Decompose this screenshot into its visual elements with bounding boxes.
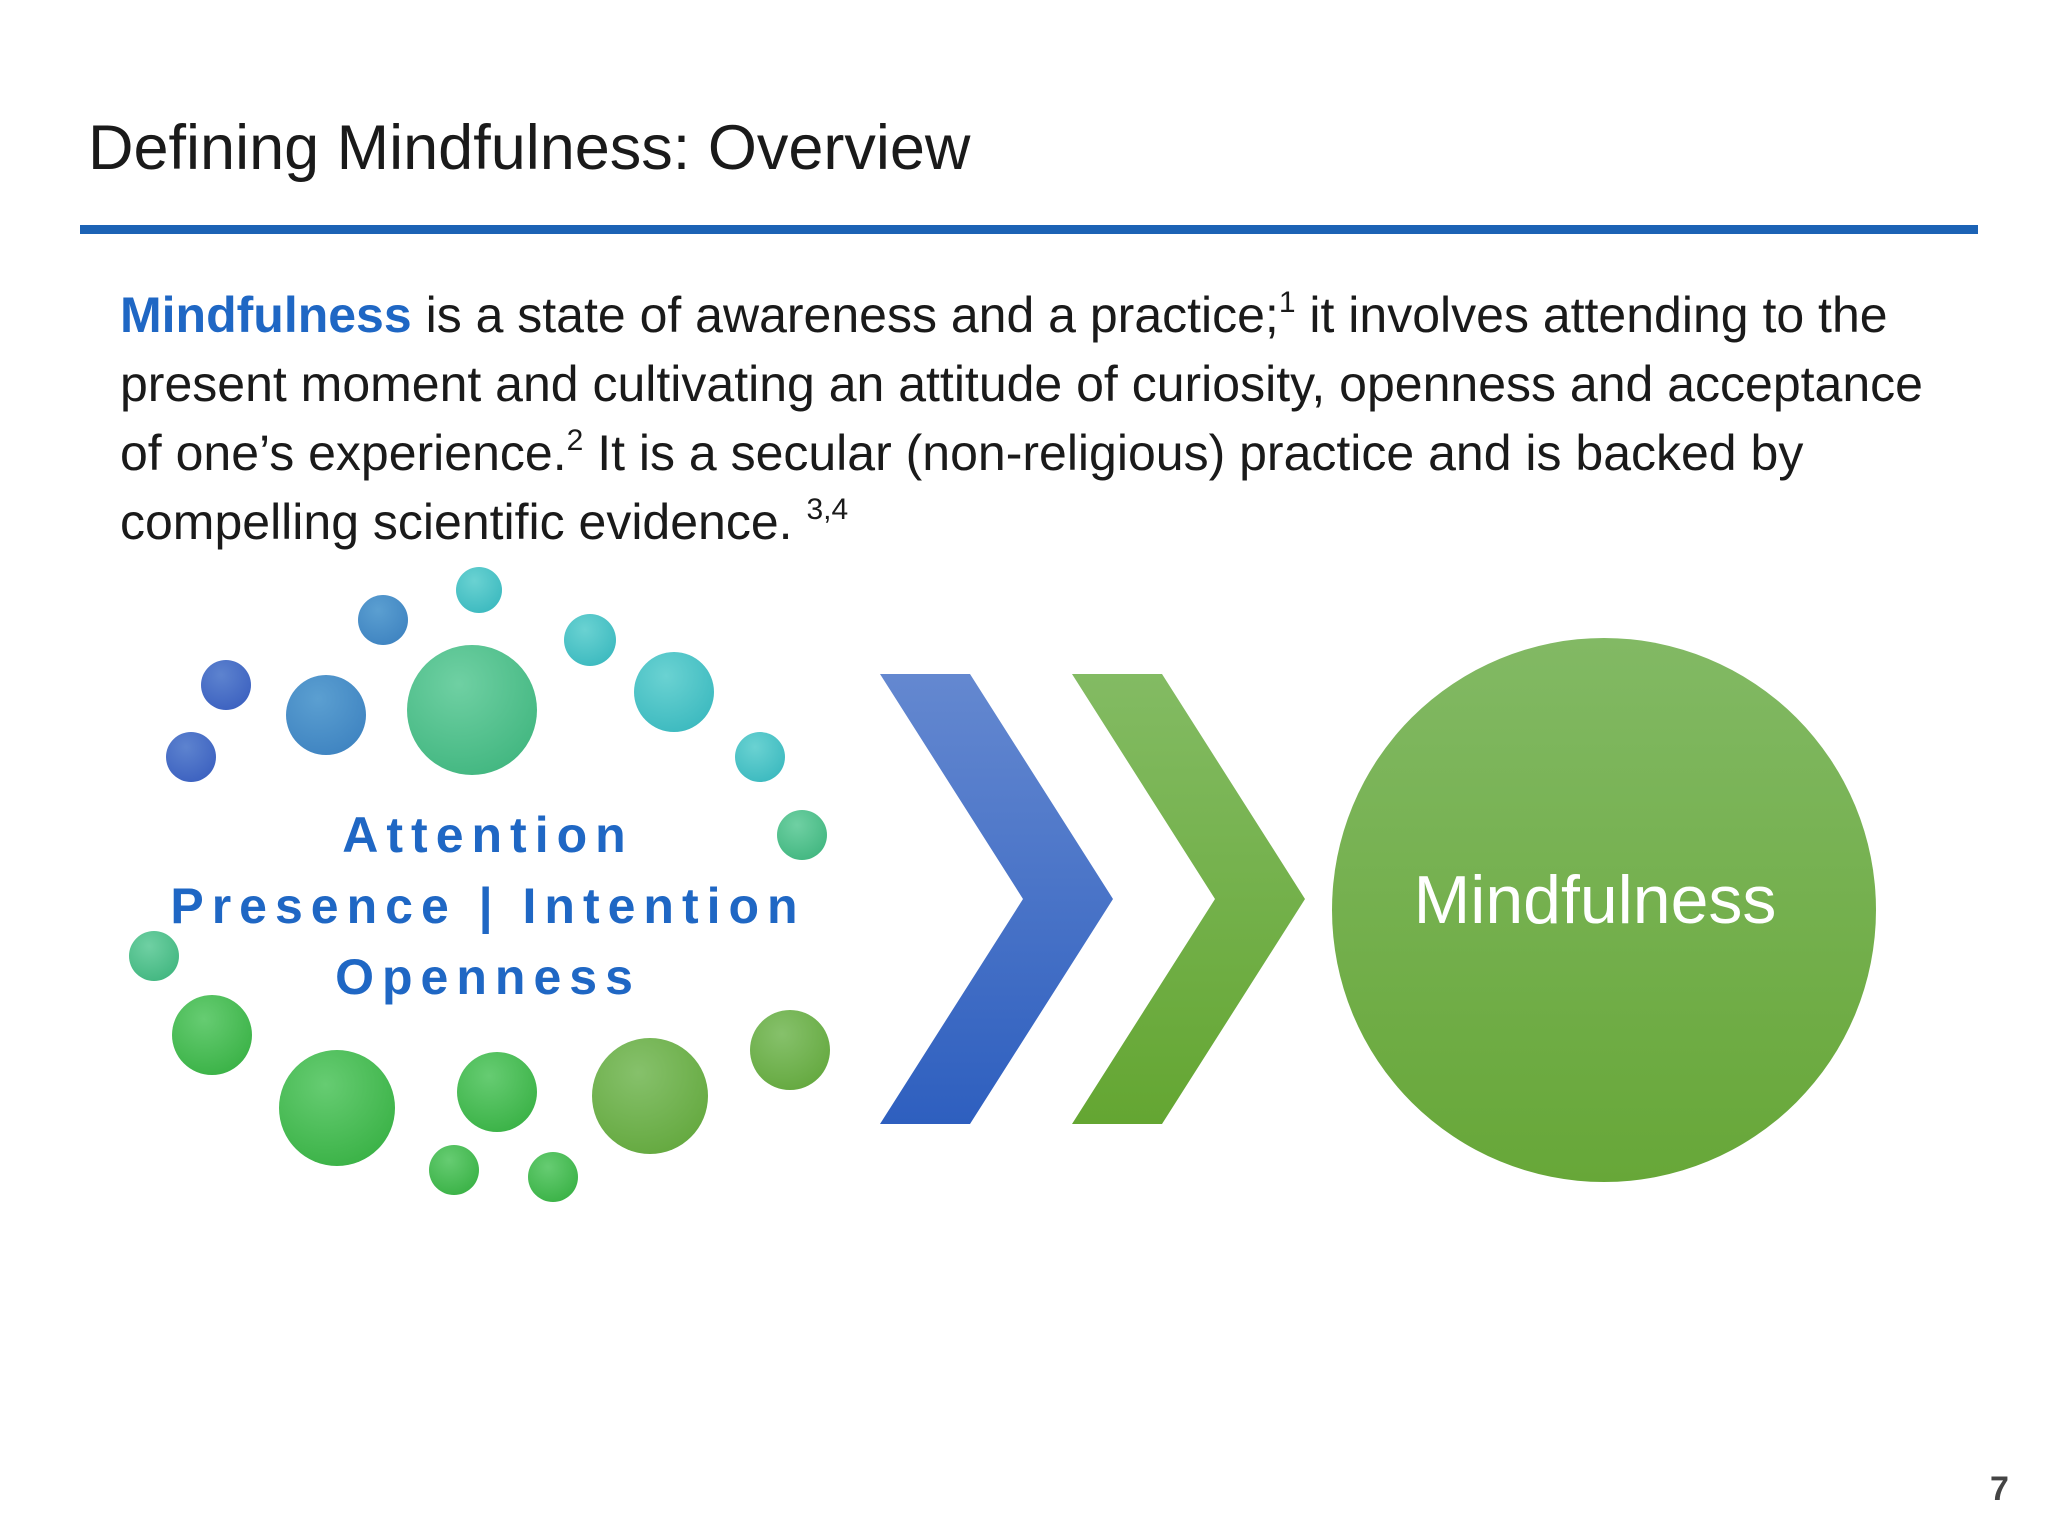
chevron-right-icon	[880, 674, 1113, 1124]
pillar-presence-intention: Presence | Intention	[170, 878, 806, 934]
dot	[407, 645, 537, 775]
dot	[286, 675, 366, 755]
page-title: Defining Mindfulness: Overview	[88, 113, 971, 183]
dot	[456, 567, 502, 613]
mindfulness-circle	[1332, 638, 1876, 1182]
dot	[735, 732, 785, 782]
dot	[358, 595, 408, 645]
dot	[777, 810, 827, 860]
dot	[457, 1052, 537, 1132]
definition-term: Mindfulness	[120, 287, 412, 343]
definition-segment-1: is a state of awareness and a practice;	[411, 287, 1279, 343]
dot	[279, 1050, 395, 1166]
dot	[564, 614, 616, 666]
page-number: 7	[1990, 1470, 2009, 1508]
chevron-right-icon	[1072, 674, 1305, 1124]
definition-segment-2: it involves attending to the present mom…	[120, 287, 1923, 481]
dot	[201, 660, 251, 710]
dot	[592, 1038, 708, 1154]
dot	[528, 1152, 578, 1202]
dot-cluster-icon	[129, 567, 830, 1202]
footnote-ref-1: 1	[1278, 286, 1296, 319]
footnote-ref-3-4: 3,4	[806, 493, 849, 526]
dot	[166, 732, 216, 782]
dot	[634, 652, 714, 732]
title-divider	[80, 225, 1978, 234]
dot	[172, 995, 252, 1075]
dot	[750, 1010, 830, 1090]
mindfulness-circle-label: Mindfulness	[1413, 862, 1777, 938]
pillar-openness: Openness	[335, 949, 641, 1005]
dot	[129, 931, 179, 981]
definition-paragraph: Mindfulness is a state of awareness and …	[120, 281, 1960, 557]
dot	[429, 1145, 479, 1195]
definition-segment-3: It is a secular (non-religious) practice…	[120, 425, 1804, 550]
pillar-attention: Attention	[342, 807, 634, 863]
footnote-ref-2: 2	[566, 424, 584, 457]
